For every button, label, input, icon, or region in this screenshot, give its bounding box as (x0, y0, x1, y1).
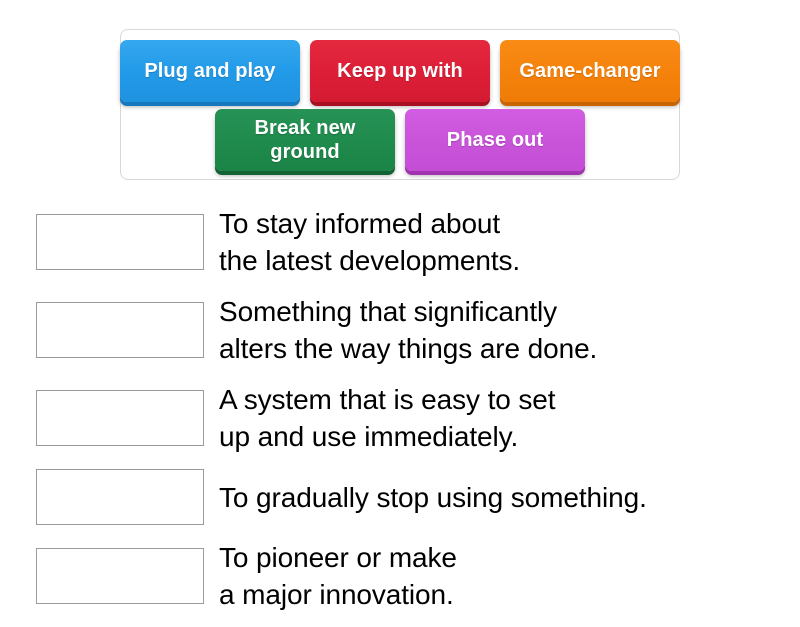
tile-row-2: Break new ground Phase out (210, 109, 590, 171)
drop-box-1[interactable] (36, 214, 204, 270)
tile-break-new-ground[interactable]: Break new ground (215, 109, 395, 171)
tile-plug-and-play[interactable]: Plug and play (120, 40, 300, 102)
answer-definition-4: To gradually stop using something. (219, 481, 647, 513)
tile-keep-up-with[interactable]: Keep up with (310, 40, 490, 102)
tile-game-changer[interactable]: Game-changer (500, 40, 680, 102)
drop-box-5[interactable] (36, 548, 204, 604)
answer-definition-5: To pioneer or make a major innovation. (219, 542, 457, 610)
tile-row-1: Plug and play Keep up with Game-changer (115, 40, 685, 102)
answer-definition-2: Something that significantly alters the … (219, 296, 598, 364)
answer-row: To pioneer or make a major innovation. (36, 539, 776, 613)
tile-phase-out[interactable]: Phase out (405, 109, 585, 171)
drop-box-3[interactable] (36, 390, 204, 446)
drop-box-2[interactable] (36, 302, 204, 358)
draggable-tile-tray: Plug and play Keep up with Game-changer … (120, 29, 680, 180)
answer-row: Something that significantly alters the … (36, 293, 776, 367)
answer-definition-1: To stay informed about the latest develo… (219, 208, 521, 276)
answer-row: To stay informed about the latest develo… (36, 205, 776, 279)
answer-row-list: To stay informed about the latest develo… (36, 205, 776, 627)
answer-row: A system that is easy to set up and use … (36, 381, 776, 455)
answer-definition-3: A system that is easy to set up and use … (219, 384, 556, 452)
answer-row: To gradually stop using something. (36, 469, 776, 525)
drop-box-4[interactable] (36, 469, 204, 525)
